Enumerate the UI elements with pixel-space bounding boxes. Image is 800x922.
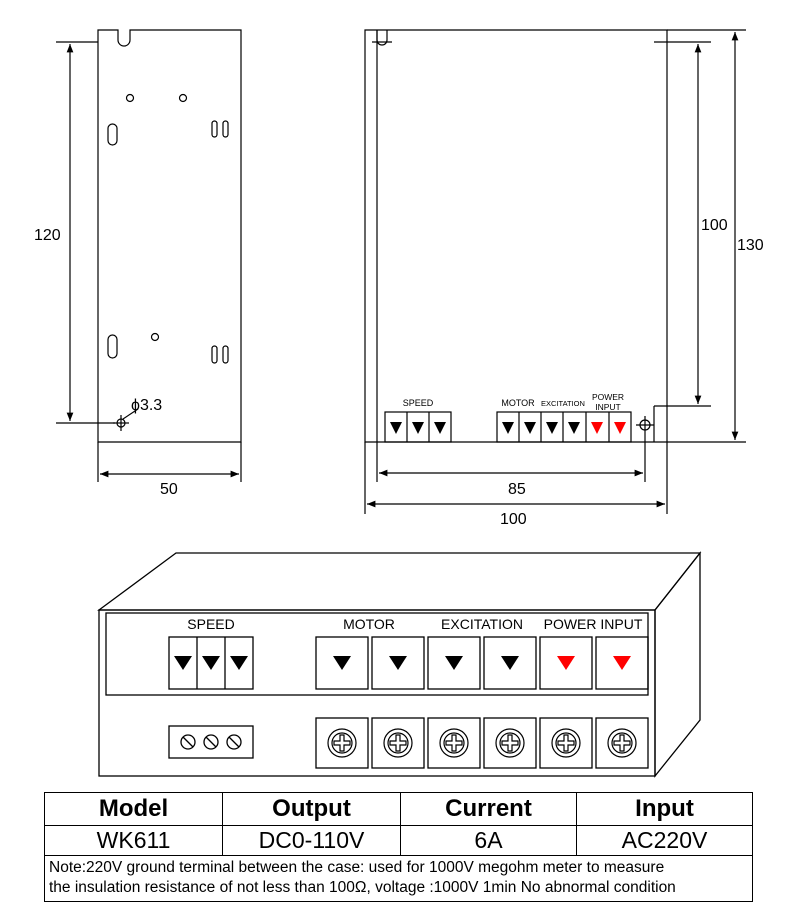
iso-terminal-arrows	[174, 656, 631, 670]
phillips-screw	[495, 728, 525, 758]
iso-speed-arrow-1	[174, 656, 192, 670]
mount-slot	[107, 334, 118, 359]
note-line-2: the insulation resistance of not less th…	[49, 879, 676, 896]
iso-excitation-arrow-1	[445, 656, 463, 670]
speed-arrow-1	[390, 422, 402, 434]
iso-power-input-label: POWER INPUT	[544, 616, 643, 632]
side-view-outline	[97, 29, 242, 443]
slot-screw	[203, 734, 219, 750]
spec-header-row: Model Output Current Input	[44, 792, 753, 826]
iso-power-arrow-1	[557, 656, 575, 670]
width-dimension-label: 50	[160, 481, 178, 498]
value-input: AC220V	[576, 825, 753, 856]
width-dimension-label: 100	[500, 511, 527, 528]
iso-right-face	[654, 551, 701, 778]
iso-power-arrow-2	[613, 656, 631, 670]
header-output: Output	[222, 792, 401, 826]
slot-screw	[226, 734, 242, 750]
header-current: Current	[400, 792, 577, 826]
phillips-screw	[327, 728, 357, 758]
note-line-1: Note:220V ground terminal between the ca…	[49, 859, 665, 876]
speed-arrow-2	[412, 422, 424, 434]
motor-arrow-1	[502, 422, 514, 434]
iso-top-face	[97, 552, 702, 611]
excitation-arrow-1	[546, 422, 558, 434]
header-model: Model	[44, 792, 223, 826]
leader-line	[122, 408, 139, 420]
phillips-screw	[383, 728, 413, 758]
front-view	[364, 29, 746, 514]
output-terminal-block	[496, 411, 632, 443]
value-model: WK611	[44, 825, 223, 856]
iso-front-face	[98, 609, 656, 777]
speed-arrow-3	[434, 422, 446, 434]
iso-screws	[327, 728, 637, 758]
power-arrow-1	[591, 422, 603, 434]
speed-terminal-block	[384, 411, 452, 443]
iso-motor-label: MOTOR	[343, 616, 395, 632]
height-dimension-label: 120	[34, 227, 61, 244]
iso-speed-arrow-2	[202, 656, 220, 670]
front-terminal-arrows	[390, 422, 626, 434]
iso-excitation-arrow-2	[501, 656, 519, 670]
front-power-label-line1: POWER	[592, 392, 624, 402]
iso-screw-terminals	[315, 717, 649, 769]
vent-slot	[222, 345, 229, 364]
front-motor-label: MOTOR	[501, 398, 535, 408]
front-excitation-label: EXCITATION	[541, 399, 585, 408]
iso-speed-arrow-3	[230, 656, 248, 670]
hole-dimension-label: ϕ3.3	[131, 397, 162, 414]
value-current: 6A	[400, 825, 577, 856]
iso-excitation-terminal-2	[483, 636, 537, 690]
value-output: DC0-110V	[222, 825, 401, 856]
iso-power-terminal-2	[595, 636, 649, 690]
mount-hole	[178, 93, 188, 103]
hole-spacing-dimension-label: 85	[508, 481, 526, 498]
power-arrow-2	[614, 422, 626, 434]
spec-note: Note:220V ground terminal between the ca…	[44, 855, 753, 902]
drawing-canvas: 120 ϕ3.3 50	[34, 29, 764, 778]
spec-table: Model Output Current Input WK611 DC0-110…	[44, 792, 753, 902]
iso-speed-terminal-block	[168, 636, 254, 690]
phillips-screw	[607, 728, 637, 758]
phillips-screw	[551, 728, 581, 758]
iso-excitation-terminal-1	[427, 636, 481, 690]
mount-hole	[150, 332, 160, 342]
iso-speed-screw-block	[168, 725, 254, 759]
iso-motor-arrow-1	[333, 656, 351, 670]
motor-arrow-2	[524, 422, 536, 434]
iso-view	[97, 551, 702, 778]
slot-screw	[180, 734, 196, 750]
mount-slot	[107, 123, 118, 146]
iso-motor-terminal-1	[315, 636, 369, 690]
front-speed-label: SPEED	[403, 398, 434, 408]
vent-slot	[211, 120, 218, 138]
mount-hole	[125, 93, 135, 103]
iso-speed-label: SPEED	[187, 616, 234, 632]
front-view-outline	[364, 29, 668, 443]
front-power-label-line2: INPUT	[595, 402, 621, 412]
mount-keyhole	[376, 30, 388, 46]
outer-height-dimension-label: 130	[737, 237, 764, 254]
spec-note-row: Note:220V ground terminal between the ca…	[44, 855, 753, 902]
spec-value-row: WK611 DC0-110V 6A AC220V	[44, 825, 753, 856]
inner-height-dimension-label: 100	[701, 217, 728, 234]
vent-slot	[211, 345, 218, 364]
excitation-arrow-2	[568, 422, 580, 434]
iso-excitation-label: EXCITATION	[441, 616, 523, 632]
iso-motor-arrow-2	[389, 656, 407, 670]
iso-power-terminal-1	[539, 636, 593, 690]
vent-slot	[222, 120, 229, 138]
side-view	[56, 29, 242, 482]
iso-motor-terminal-2	[371, 636, 425, 690]
phillips-screw	[439, 728, 469, 758]
header-input: Input	[576, 792, 753, 826]
